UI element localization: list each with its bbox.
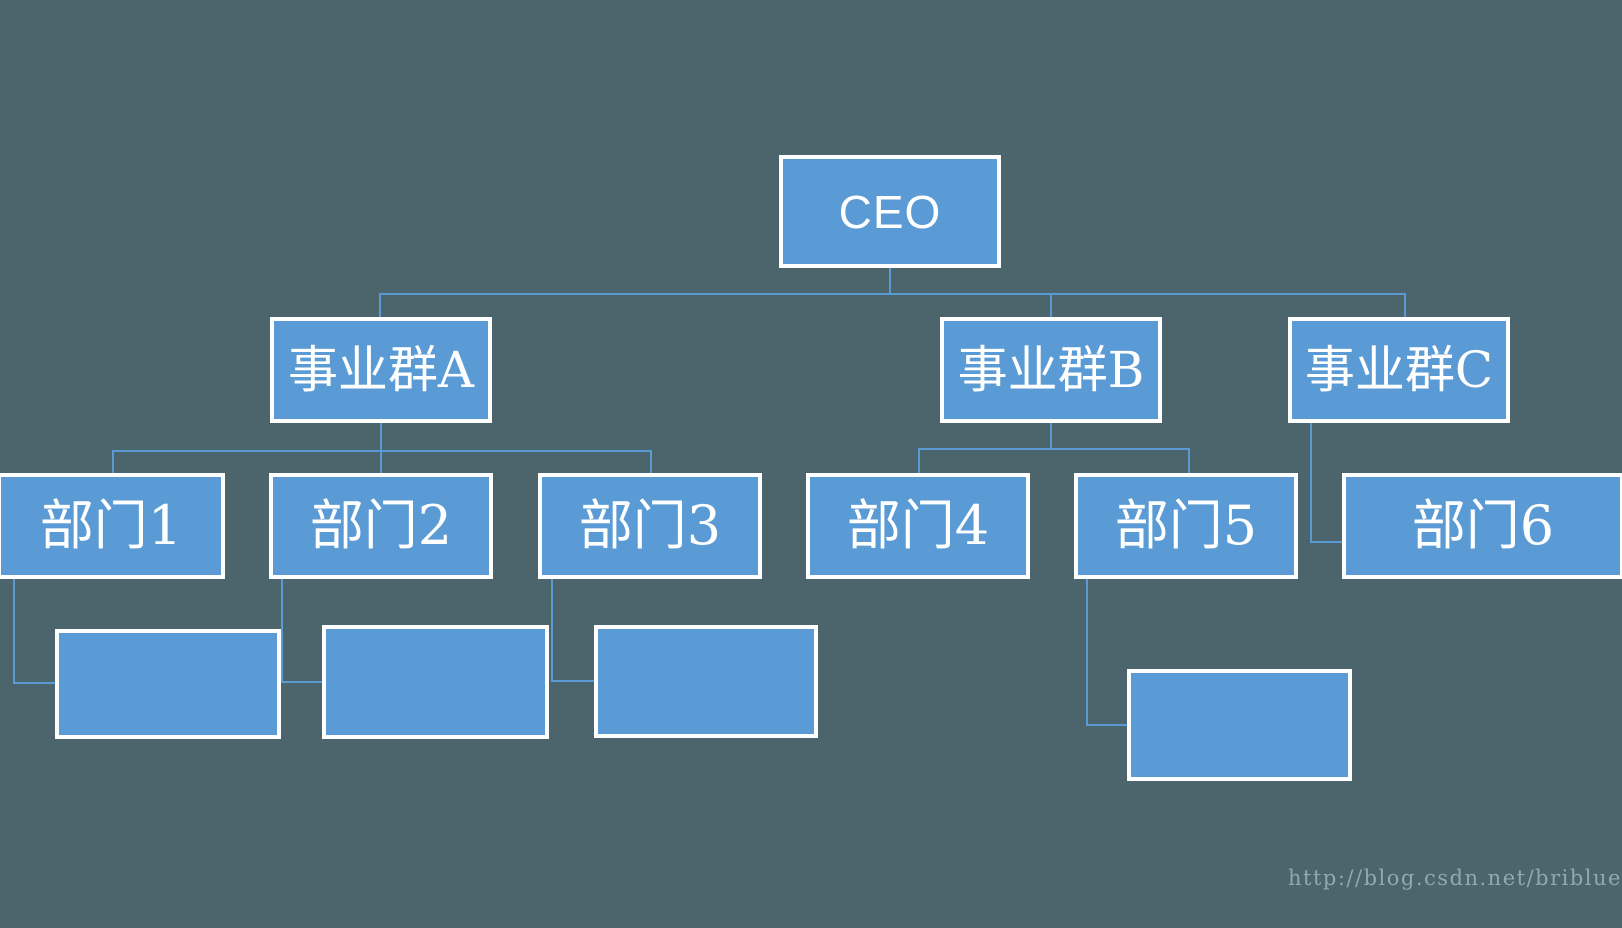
connector-bg-a-stem-down bbox=[380, 423, 382, 450]
connector-dept2-to-leaf2 bbox=[281, 681, 324, 683]
node-leaf2[interactable] bbox=[322, 625, 549, 739]
connector-bg-a-bus bbox=[112, 450, 652, 452]
node-bg_a[interactable]: 事业群A bbox=[270, 317, 492, 423]
connector-bg-b-stem-down bbox=[1050, 423, 1052, 448]
connector-dept3-to-leaf3 bbox=[551, 680, 596, 682]
connector-drop-to-bg-a bbox=[379, 293, 381, 317]
connector-drop-to-bg-b bbox=[1050, 293, 1052, 317]
watermark-text: http://blog.csdn.net/briblue bbox=[1288, 866, 1622, 890]
node-label-dept5: 部门5 bbox=[1114, 494, 1258, 557]
connector-dept1-to-leaf1 bbox=[13, 682, 57, 684]
node-leaf1[interactable] bbox=[55, 629, 281, 739]
node-label-dept4: 部门4 bbox=[846, 494, 990, 557]
node-ceo[interactable]: CEO bbox=[779, 155, 1001, 268]
node-leaf3[interactable] bbox=[594, 625, 818, 738]
connector-dept5-stem-down bbox=[1086, 579, 1088, 726]
connector-bg-b-bus bbox=[918, 448, 1190, 450]
node-bg_c[interactable]: 事业群C bbox=[1288, 317, 1510, 423]
connector-drop-to-dept5 bbox=[1188, 448, 1190, 473]
connector-drop-to-dept4 bbox=[918, 448, 920, 473]
node-label-dept3: 部门3 bbox=[578, 494, 722, 557]
connector-bg-c-to-dept6 bbox=[1310, 541, 1344, 543]
node-label-bg_b: 事业群B bbox=[957, 341, 1145, 399]
node-bg_b[interactable]: 事业群B bbox=[940, 317, 1162, 423]
node-label-dept2: 部门2 bbox=[309, 494, 453, 557]
node-label-ceo: CEO bbox=[838, 185, 942, 238]
node-dept5[interactable]: 部门5 bbox=[1074, 473, 1298, 579]
connector-drop-to-dept1 bbox=[112, 450, 114, 473]
node-dept6[interactable]: 部门6 bbox=[1342, 473, 1622, 579]
connector-ceo-stem-down bbox=[889, 268, 891, 294]
node-dept4[interactable]: 部门4 bbox=[806, 473, 1030, 579]
connector-drop-to-dept3 bbox=[650, 450, 652, 473]
node-dept3[interactable]: 部门3 bbox=[538, 473, 762, 579]
connector-drop-to-bg-c bbox=[1404, 293, 1406, 317]
connector-dept1-stem-down bbox=[13, 579, 15, 684]
node-label-dept1: 部门1 bbox=[39, 494, 183, 557]
node-leaf5[interactable] bbox=[1127, 669, 1352, 781]
connector-dept2-stem-down bbox=[281, 579, 283, 683]
node-dept1[interactable]: 部门1 bbox=[0, 473, 225, 579]
connector-drop-to-dept2 bbox=[380, 450, 382, 473]
node-label-bg_c: 事业群C bbox=[1304, 341, 1494, 399]
node-label-bg_a: 事业群A bbox=[287, 341, 475, 399]
connector-dept3-stem-down bbox=[551, 579, 553, 682]
connector-ceo-bus bbox=[379, 293, 1406, 295]
connector-bg-c-stem-down bbox=[1310, 423, 1312, 543]
connector-dept5-to-leaf5 bbox=[1086, 724, 1129, 726]
node-label-dept6: 部门6 bbox=[1411, 494, 1555, 557]
node-dept2[interactable]: 部门2 bbox=[269, 473, 493, 579]
